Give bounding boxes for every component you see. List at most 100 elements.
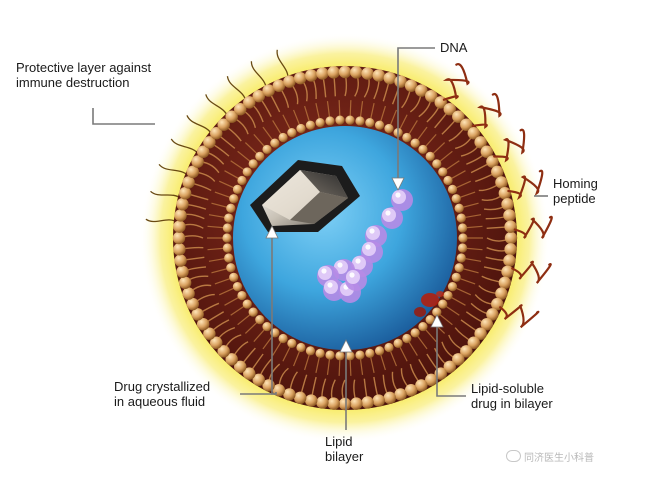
outer-lipid-head <box>203 136 216 149</box>
inner-lipid-head <box>248 307 258 317</box>
label-protective-layer: Protective layer against immune destruct… <box>16 60 151 90</box>
outer-lipid-head <box>316 396 329 409</box>
inner-lipid-head <box>365 118 375 128</box>
inner-lipid-head <box>242 299 252 309</box>
outer-lipid-head <box>182 287 195 300</box>
inner-lipid-head <box>374 346 385 356</box>
outer-lipid-head <box>305 394 318 407</box>
outer-lipid-head <box>425 373 438 387</box>
inner-lipid-head <box>224 253 234 263</box>
outer-lipid-head <box>225 353 238 366</box>
inner-lipid-head <box>296 123 306 134</box>
outer-lipid-head <box>210 336 223 349</box>
outer-lipid-head <box>460 118 473 131</box>
inner-lipid-head <box>255 315 265 325</box>
inner-lipid-head <box>305 120 316 130</box>
inner-lipid-head <box>232 184 243 194</box>
dna-helix-icon <box>317 189 413 303</box>
outer-lipid-head <box>486 155 499 168</box>
inner-lipid-head <box>229 194 239 204</box>
outer-lipid-head <box>210 127 223 140</box>
inner-lipid-head <box>443 175 453 186</box>
inner-lipid-head <box>458 233 468 243</box>
inner-lipid-head <box>451 272 461 282</box>
outer-lipid-head <box>404 79 418 92</box>
inner-lipid-head <box>438 299 448 309</box>
outer-lipid-head <box>491 165 504 179</box>
outer-lipid-head <box>452 110 465 123</box>
outer-lipid-head <box>176 265 189 278</box>
outer-lipid-head <box>383 71 396 85</box>
dna-coil-sparkle <box>355 258 361 264</box>
watermark-chat-icon <box>506 450 521 462</box>
outer-lipid-head <box>182 176 195 189</box>
outer-lipid-head <box>486 308 499 321</box>
outer-lipid-head <box>203 327 216 340</box>
label-lipid-soluble-drug: Lipid-soluble drug in bilayer <box>471 381 553 411</box>
dna-coil-sparkle <box>327 282 333 288</box>
outer-lipid-head <box>404 384 418 397</box>
label-homing-peptide-line1: Homing <box>553 176 598 191</box>
outer-lipid-head <box>394 75 407 88</box>
outer-lipid-head <box>415 379 428 392</box>
outer-lipid-head <box>294 391 307 405</box>
label-drug-crystallized-line1: Drug crystallized <box>114 379 211 394</box>
inner-lipid-head <box>447 282 458 292</box>
outer-lipid-head <box>415 84 428 97</box>
outer-lipid-head <box>234 360 247 373</box>
inner-lipid-head <box>457 223 468 233</box>
homing-peptide-strand <box>511 260 552 284</box>
inner-lipid-head <box>325 350 335 360</box>
outer-lipid-head <box>186 165 199 179</box>
outer-lipid-head <box>350 66 363 79</box>
inner-lipid-head <box>456 213 466 223</box>
outer-lipid-head <box>217 345 230 358</box>
inner-lipid-head <box>248 159 258 169</box>
outer-lipid-head <box>243 96 256 109</box>
outer-lipid-head <box>503 254 516 267</box>
inner-lipid-head <box>222 233 232 243</box>
inner-lipid-head <box>393 338 403 348</box>
outer-lipid-head <box>196 318 210 331</box>
leader-arrowheads <box>265 177 444 353</box>
dna-coil-sparkle <box>369 228 375 234</box>
inner-lipid-head <box>425 315 435 325</box>
label-homing-peptide: Homing peptide <box>553 176 598 206</box>
label-lipid-soluble-drug-line2: drug in bilayer <box>471 396 553 411</box>
inner-lipid-head <box>384 342 394 353</box>
inner-lipid-head <box>410 138 420 148</box>
inner-lipid-head <box>355 350 365 360</box>
outer-lipid-head <box>383 391 396 405</box>
inner-lipid-head <box>418 144 428 155</box>
inner-lipid-head <box>374 120 385 130</box>
outer-lipid-head <box>327 66 340 79</box>
inner-lipid-head <box>345 115 355 125</box>
homing-peptide-strand <box>471 92 502 129</box>
outer-lipid-head <box>262 84 275 97</box>
inner-lipid-head <box>432 307 442 317</box>
inner-lipid-head <box>315 118 325 128</box>
label-protective-layer-line2: immune destruction <box>16 75 130 90</box>
homing-peptide-strand <box>499 304 540 329</box>
outer-lipid-head <box>425 89 438 103</box>
outer-lipid-head <box>474 327 487 340</box>
leader-protective <box>92 108 155 125</box>
outer-lipid-head <box>272 79 286 92</box>
outer-lipid-head <box>503 209 516 222</box>
outer-lipid-head <box>225 110 238 123</box>
inner-lipid-head <box>355 116 365 126</box>
inner-lipid-head <box>425 151 435 161</box>
outer-lipid-head <box>294 71 307 85</box>
inner-lipid-head <box>402 333 412 344</box>
leader-dna <box>397 47 435 178</box>
inner-lipid-head <box>418 321 428 332</box>
outer-lipid-head <box>498 187 512 200</box>
homing-peptide-strand <box>513 215 553 239</box>
outer-lipid-head <box>178 276 192 289</box>
outer-lipid-head <box>178 187 192 200</box>
homing-peptide-icon <box>442 62 553 329</box>
lipid-soluble-drug-marker <box>414 291 444 317</box>
inner-lipid-head <box>335 351 345 361</box>
label-lipid-bilayer: Lipid bilayer <box>325 434 363 464</box>
